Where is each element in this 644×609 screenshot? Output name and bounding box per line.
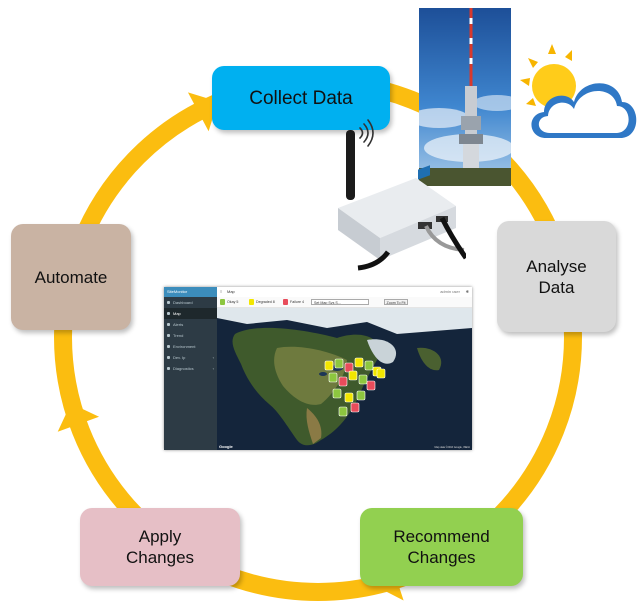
user-menu[interactable]: admin user	[440, 289, 460, 294]
step-analyse-data: Analyse Data	[497, 221, 616, 332]
cycle-arrowhead	[57, 403, 100, 432]
nav-item-dev-ip[interactable]: Dev. Ip‹	[164, 352, 217, 363]
chevron-left-icon: ‹	[212, 355, 214, 360]
legend-okay[interactable]: Okay 5	[227, 300, 239, 304]
sun-cloud-weather-icon	[518, 40, 644, 148]
nav-item-alerts[interactable]: Alerts	[164, 319, 217, 330]
nav-item-diagnostics[interactable]: Diagnostics‹	[164, 363, 217, 374]
site-select[interactable]: Set Map Sys S...	[311, 299, 369, 305]
map-copyright: Map data ©2016 Google, INEGI	[434, 446, 470, 449]
dashboard-brand: SiteMonitor	[164, 287, 217, 297]
status-okay-icon	[220, 299, 225, 305]
gear-icon[interactable]: ✱	[465, 289, 469, 294]
map-site-marker	[376, 368, 386, 379]
chevron-left-icon: ‹	[212, 366, 214, 371]
map-site-marker	[344, 362, 354, 373]
map-site-marker	[328, 372, 338, 383]
page-title: Map	[227, 289, 235, 294]
step-apply-changes: Apply Changes	[80, 508, 240, 586]
nav-item-trend[interactable]: Trend	[164, 330, 217, 341]
dashboard-filterbar: Okay 5 Degraded 8 Failure 4 Set Map Sys …	[217, 297, 472, 308]
map-site-marker	[366, 380, 376, 391]
map-site-marker	[338, 376, 348, 387]
monitoring-dashboard-screenshot: SiteMonitor Dashboard Map Alerts Trend E…	[164, 287, 472, 450]
map-site-marker	[356, 390, 366, 401]
map-site-marker	[348, 370, 358, 381]
map-site-marker	[324, 360, 334, 371]
cycle-arrowhead	[187, 92, 218, 132]
legend-failure[interactable]: Failure 4	[290, 300, 304, 304]
map-site-marker	[358, 374, 368, 385]
map-site-marker	[344, 392, 354, 403]
satellite-map[interactable]: Google Map data ©2016 Google, INEGI	[217, 308, 472, 450]
step-collect-data: Collect Data	[212, 66, 390, 130]
dashboard-sidebar: SiteMonitor Dashboard Map Alerts Trend E…	[164, 287, 217, 450]
nav-item-dashboard[interactable]: Dashboard	[164, 297, 217, 308]
map-site-marker	[350, 402, 360, 413]
map-site-marker	[334, 358, 344, 369]
nav-item-map[interactable]: Map	[164, 308, 217, 319]
zoom-to-fit-button[interactable]: Zoom To Fit	[384, 299, 408, 305]
map-site-marker	[354, 357, 364, 368]
step-automate: Automate	[11, 224, 131, 330]
transmission-tower-photo	[419, 8, 511, 186]
step-recommend-changes: Recommend Changes	[360, 508, 523, 586]
hamburger-menu-icon[interactable]: ≡	[220, 289, 223, 294]
nav-item-environment[interactable]: Environment	[164, 341, 217, 352]
wireless-modem-device	[318, 118, 469, 278]
map-site-marker	[332, 388, 342, 399]
legend-degraded[interactable]: Degraded 8	[256, 300, 275, 304]
map-site-marker	[338, 406, 348, 417]
status-degraded-icon	[249, 299, 254, 305]
map-site-marker	[364, 360, 374, 371]
google-logo: Google	[219, 444, 233, 449]
status-failure-icon	[283, 299, 288, 305]
